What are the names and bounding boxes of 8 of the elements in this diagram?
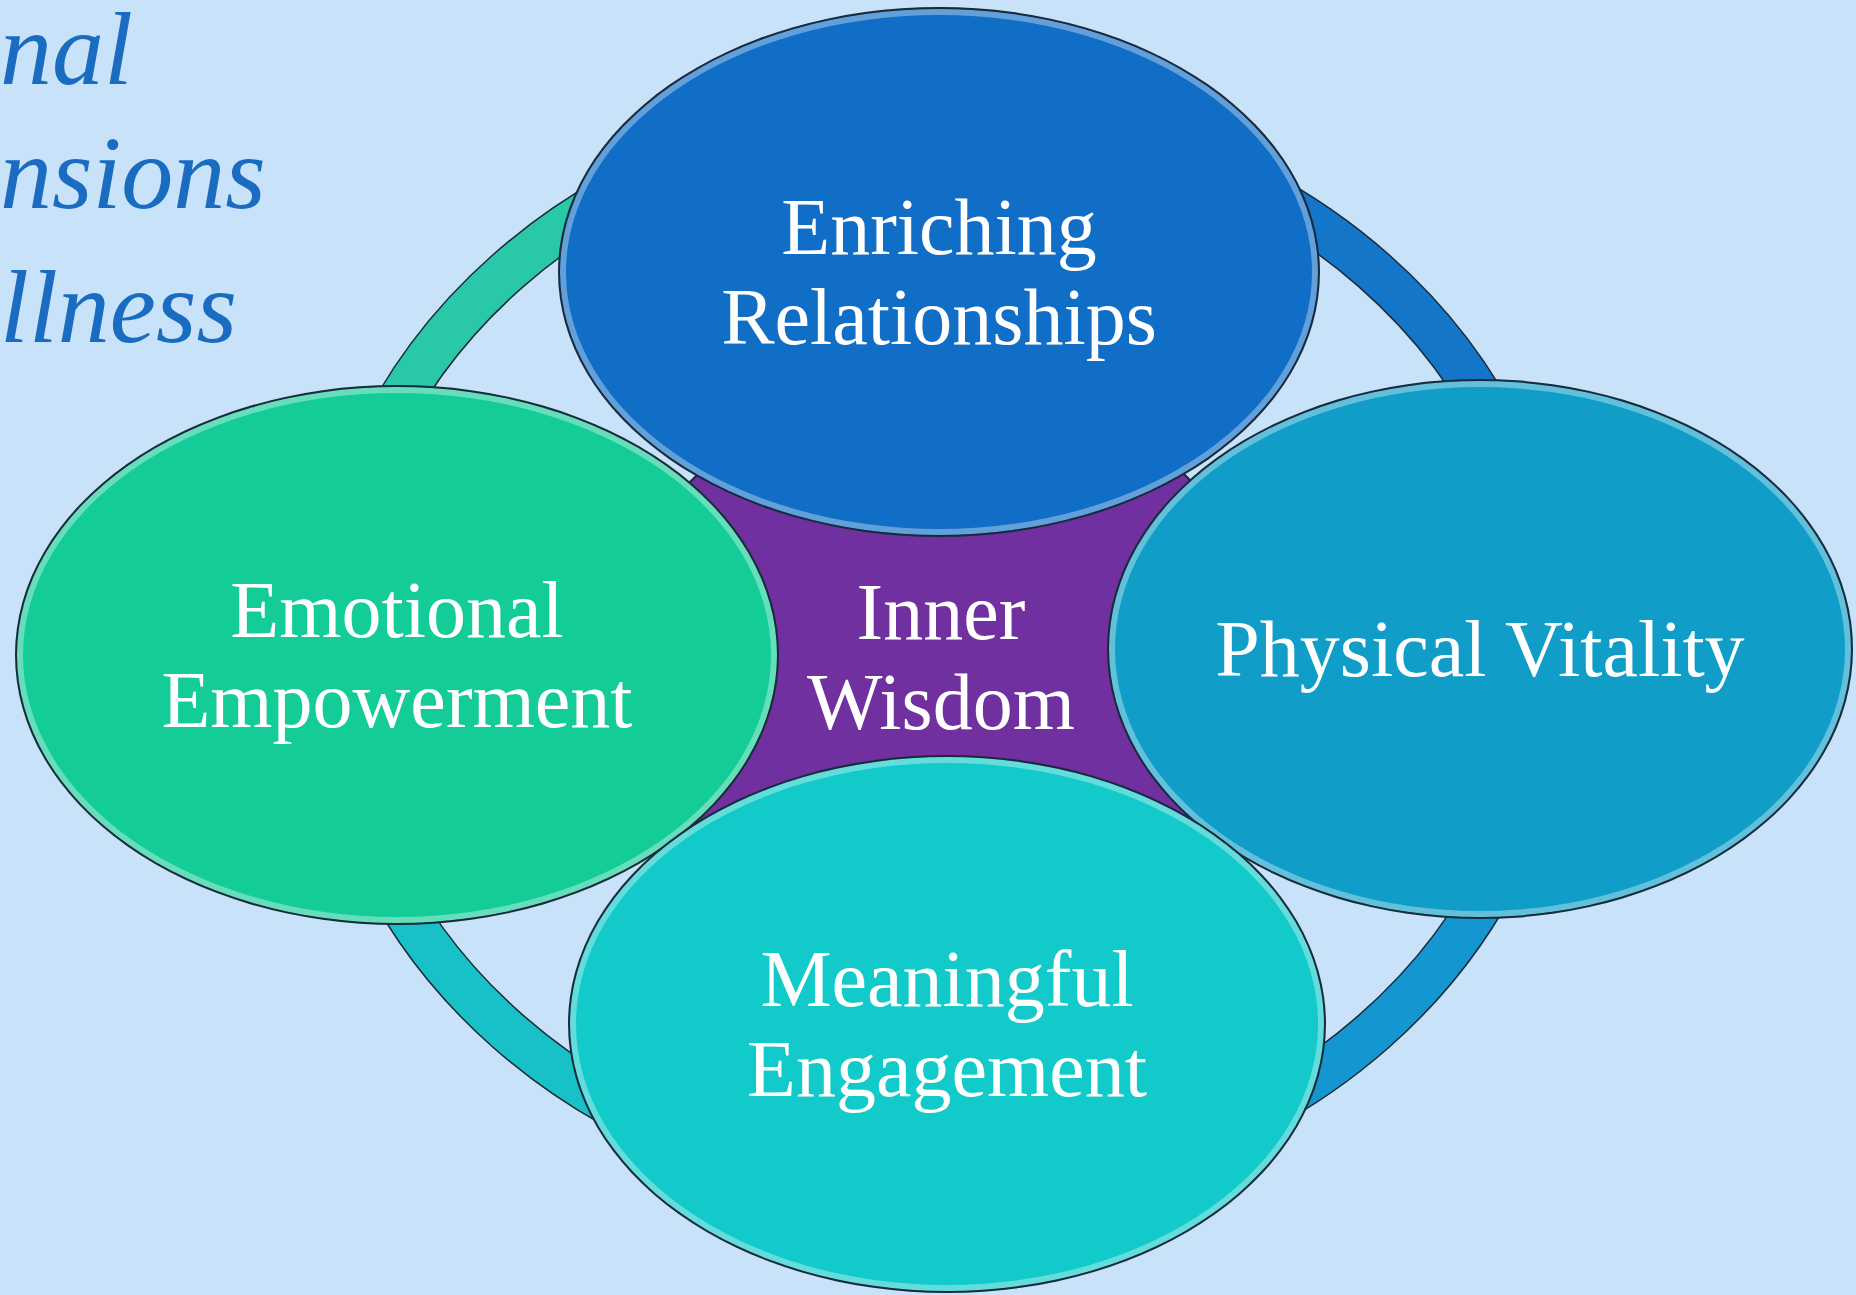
title-fragment: llness (0, 252, 237, 362)
dimension-label: Physical Vitality (1215, 604, 1745, 694)
dimension-label: Enriching Relationships (720, 182, 1158, 362)
dimension-label: Meaningful Engagement (746, 934, 1148, 1114)
dimension-label: Emotional Empowerment (160, 565, 634, 745)
title-fragment: nsions (0, 118, 266, 228)
title-fragment: nal (0, 0, 133, 104)
dimension-label: Inner Wisdom (806, 567, 1076, 747)
